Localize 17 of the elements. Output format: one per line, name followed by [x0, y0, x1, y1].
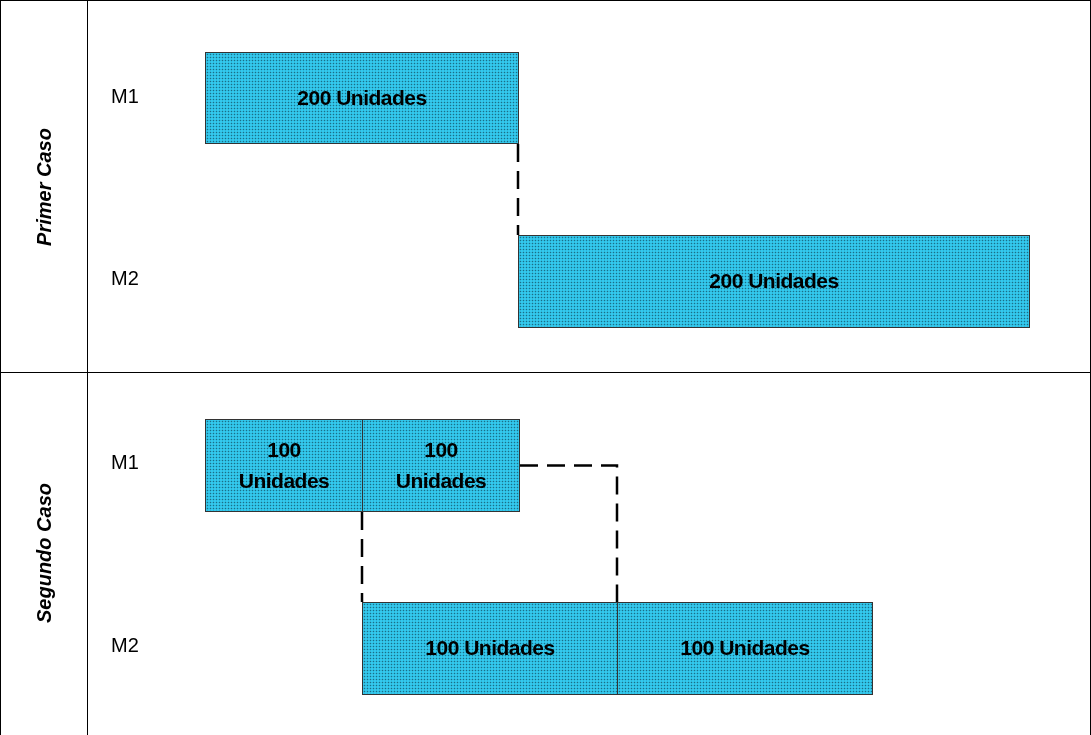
row-label: M1 — [111, 451, 139, 474]
row-heading: Segundo Caso — [32, 483, 56, 623]
table-row — [0, 372, 1091, 735]
dashed-connector — [520, 464, 619, 602]
dashed-connector — [360, 512, 364, 602]
dashed-connector — [516, 144, 520, 235]
row-label: M1 — [111, 85, 139, 108]
gantt-bar: 200 Unidades — [205, 52, 519, 144]
gantt-bar: 100 Unidades — [205, 419, 363, 512]
row-label: M2 — [111, 267, 139, 290]
gantt-bar: 100 Unidades — [362, 419, 520, 512]
gantt-bar: 200 Unidades — [518, 235, 1030, 328]
row-label: M2 — [111, 634, 139, 657]
gantt-bar: 100 Unidades — [362, 602, 618, 695]
table-row — [0, 0, 1091, 373]
gantt-bar: 100 Unidades — [617, 602, 873, 695]
row-heading: Primer Caso — [32, 128, 56, 246]
